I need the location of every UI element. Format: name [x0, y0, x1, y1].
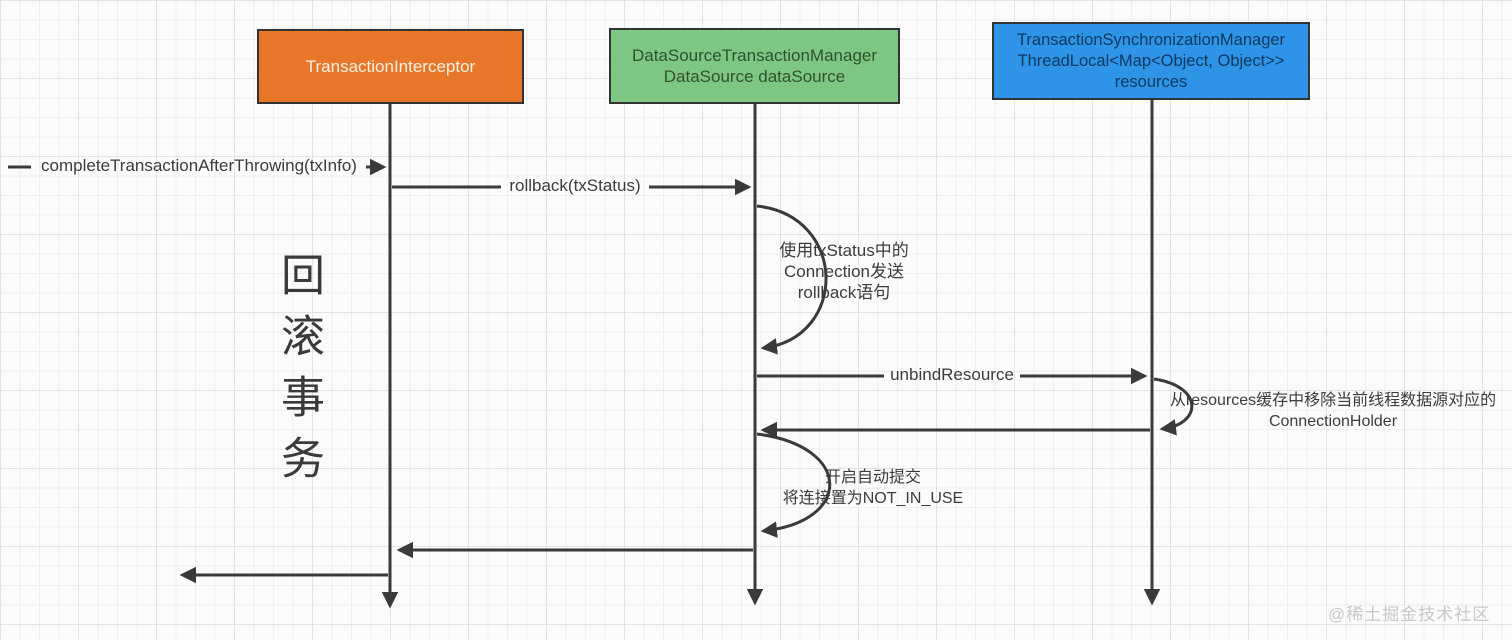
note-remove-connection-holder: 从resources缓存中移除当前线程数据源对应的 ConnectionHold…	[1169, 392, 1497, 430]
self-loop-remove-connection-holder	[1153, 377, 1194, 436]
self-loop-auto-commit	[756, 432, 832, 538]
note-send-rollback-statement: 使用txStatus中的 Connection发送 rollback语句	[779, 241, 909, 302]
section-title-rollback-transaction: 回滚事务	[274, 252, 323, 496]
actor-transaction-interceptor: TransactionInterceptor	[257, 29, 524, 104]
watermark-juejin-community: @稀土掘金技术社区	[1328, 605, 1491, 624]
self-loop-send-rollback	[756, 204, 828, 355]
actor-transaction-synchronization-manager: TransactionSynchronizationManager Thread…	[992, 22, 1310, 100]
note-auto-commit-not-in-use: 开启自动提交 将连接置为NOT_IN_USE	[782, 469, 964, 507]
message-complete-transaction-after-throwing: completeTransactionAfterThrowing(txInfo)	[41, 156, 357, 175]
actor-datasource-transaction-manager: DataSourceTransactionManager DataSource …	[609, 28, 900, 104]
message-rollback-tx-status: rollback(txStatus)	[509, 176, 641, 195]
message-unbind-resource: unbindResource	[890, 365, 1014, 384]
